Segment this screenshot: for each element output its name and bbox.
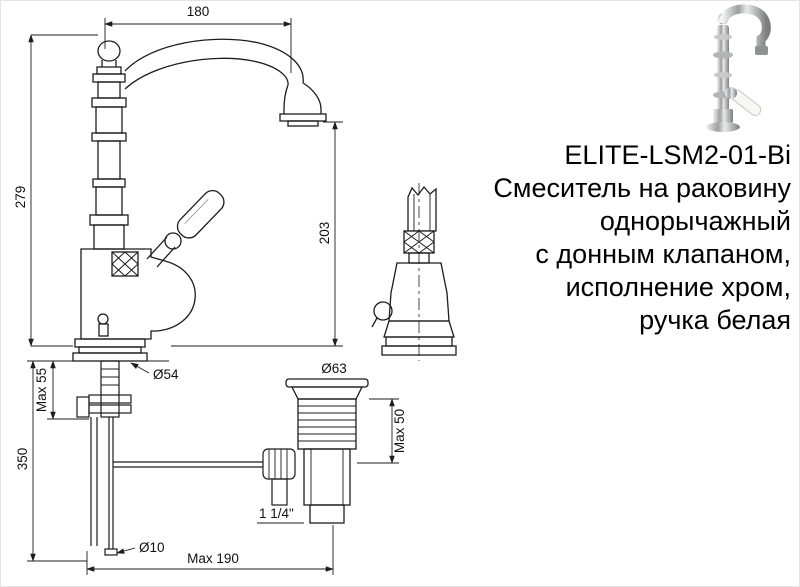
dim-label-180: 180: [187, 4, 210, 19]
dim-180: 180: [104, 4, 292, 73]
dim-label-max50: Max 50: [392, 409, 407, 453]
product-description-line-2: однорычажный: [599, 206, 791, 236]
dim-label-thread: 1 1/4": [259, 506, 294, 521]
dim-label-d54: Ø54: [153, 367, 179, 382]
dim-350: 350: [15, 360, 87, 562]
product-description-line-1: Смеситель на раковину: [493, 173, 791, 203]
dim-label-max55: Max 55: [34, 368, 49, 412]
dim-d54: Ø54: [130, 362, 179, 382]
dim-203: 203: [171, 121, 343, 347]
dim-thread: 1 1/4": [257, 506, 304, 524]
dim-label-d63: Ø63: [321, 361, 347, 376]
dimension-annotations: 180 279 203 Max 55: [13, 4, 407, 575]
drain-assembly: [285, 378, 369, 524]
dim-d10: Ø10: [116, 540, 165, 555]
dim-max55: Max 55: [34, 360, 93, 420]
product-info: ELITE-LSM2-01-Bi Смеситель на раковину о…: [493, 139, 791, 337]
dim-label-203: 203: [317, 222, 332, 245]
product-photo: [673, 3, 797, 145]
lever-handle: [146, 189, 225, 268]
cartridge-hatch-front: [111, 251, 139, 277]
faucet-front-view: [51, 38, 327, 362]
product-photo-image: [706, 4, 771, 132]
product-description-line-4: исполнение хром,: [565, 272, 791, 302]
dim-max50: Max 50: [357, 398, 407, 464]
photo-faucet: [706, 4, 771, 132]
dim-label-350: 350: [15, 448, 30, 471]
dim-label-279: 279: [13, 186, 28, 209]
dim-max190: Max 190: [86, 525, 334, 575]
dim-label-max190: Max 190: [187, 551, 239, 566]
drain-linkage: [113, 448, 296, 506]
product-description-line-5: ручка белая: [639, 305, 791, 335]
under-deck-parts: [76, 360, 132, 556]
product-code: ELITE-LSM2-01-Bi: [564, 140, 791, 170]
product-description-line-3: с донным клапаном,: [535, 239, 791, 269]
valve-side-view: [371, 183, 457, 361]
dim-279: 279: [13, 34, 98, 347]
dim-label-d10: Ø10: [139, 540, 165, 555]
dim-d63: Ø63: [321, 361, 347, 376]
